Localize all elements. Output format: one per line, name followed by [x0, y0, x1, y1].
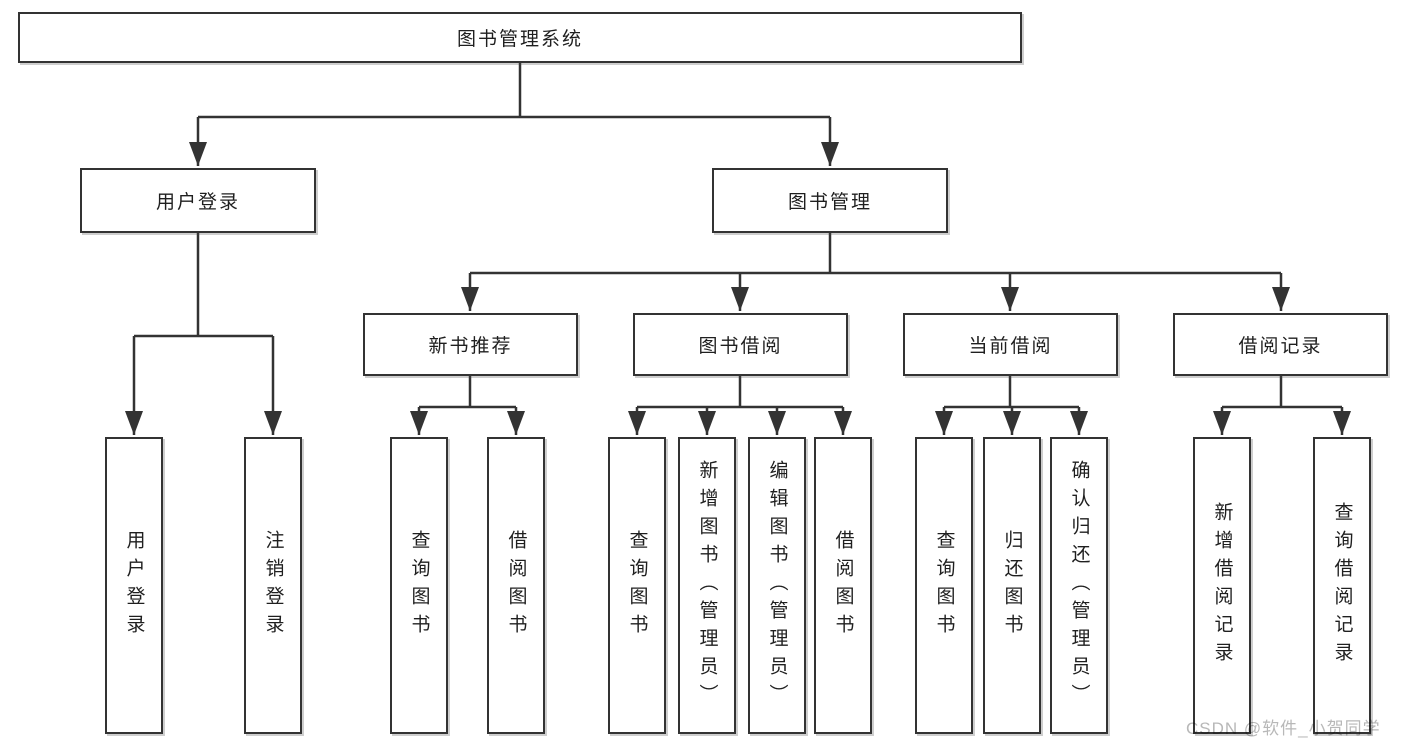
node-current-borrowing-label: 当前借阅 [968, 336, 1053, 357]
leaf-query-books-current-label: 查询图书 [933, 529, 955, 642]
leaf-query-books-current: 查询图书 [915, 437, 973, 734]
leaf-logout-label: 注销登录 [262, 529, 284, 642]
leaf-edit-books-admin-label: 编辑图书（管理员） [766, 459, 788, 712]
leaf-logout: 注销登录 [244, 437, 302, 734]
node-library-system: 图书管理系统 [18, 12, 1022, 63]
node-book-management-label: 图书管理 [787, 192, 872, 213]
leaf-add-borrow-record-label: 新增借阅记录 [1211, 501, 1233, 670]
node-book-borrowing: 图书借阅 [633, 313, 848, 376]
node-borrowing-records: 借阅记录 [1173, 313, 1388, 376]
node-book-borrowing-label: 图书借阅 [698, 336, 783, 357]
leaf-query-books-borrowing: 查询图书 [608, 437, 666, 734]
leaf-add-books-admin: 新增图书（管理员） [678, 437, 736, 734]
leaf-confirm-return-admin-label: 确认归还（管理员） [1068, 459, 1090, 712]
leaf-user-login: 用户登录 [105, 437, 163, 734]
watermark: CSDN @软件_小贺同学 [1186, 719, 1381, 738]
leaf-query-books-borrowing-label: 查询图书 [626, 529, 648, 642]
node-book-management: 图书管理 [712, 168, 948, 233]
node-new-book-recommend: 新书推荐 [363, 313, 578, 376]
leaf-add-borrow-record: 新增借阅记录 [1193, 437, 1251, 734]
leaf-add-books-admin-label: 新增图书（管理员） [696, 459, 718, 712]
leaf-query-books-recommend-label: 查询图书 [408, 529, 430, 642]
leaf-borrow-books-recommend: 借阅图书 [487, 437, 545, 734]
leaf-user-login-label: 用户登录 [123, 529, 145, 642]
node-borrowing-records-label: 借阅记录 [1238, 336, 1323, 357]
leaf-query-borrow-record-label: 查询借阅记录 [1331, 501, 1353, 670]
leaf-query-borrow-record: 查询借阅记录 [1313, 437, 1371, 734]
node-current-borrowing: 当前借阅 [903, 313, 1118, 376]
leaf-confirm-return-admin: 确认归还（管理员） [1050, 437, 1108, 734]
leaf-borrow-books-recommend-label: 借阅图书 [505, 529, 527, 642]
leaf-edit-books-admin: 编辑图书（管理员） [748, 437, 806, 734]
leaf-borrow-books-borrowing-label: 借阅图书 [832, 529, 854, 642]
leaf-return-books-label: 归还图书 [1001, 529, 1023, 642]
node-new-book-recommend-label: 新书推荐 [428, 336, 513, 357]
node-user-login-label: 用户登录 [155, 192, 240, 213]
leaf-borrow-books-borrowing: 借阅图书 [814, 437, 872, 734]
leaf-return-books: 归还图书 [983, 437, 1041, 734]
node-library-system-label: 图书管理系统 [456, 29, 583, 50]
node-user-login: 用户登录 [80, 168, 316, 233]
leaf-query-books-recommend: 查询图书 [390, 437, 448, 734]
